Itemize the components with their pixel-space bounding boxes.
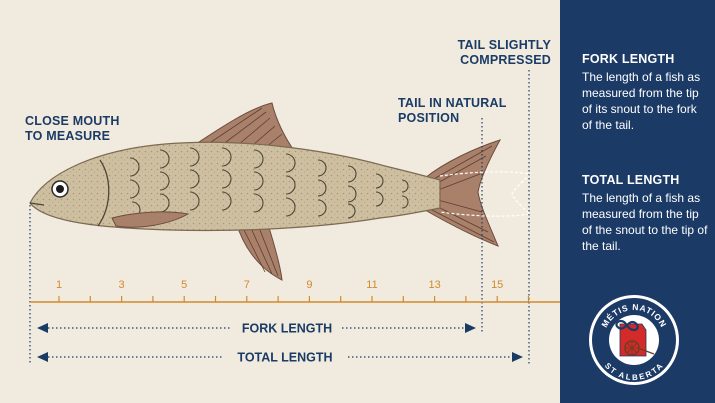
ruler-label: 3 xyxy=(119,279,125,291)
callout-close-mouth-text: CLOSE MOUTH TO MEASURE xyxy=(25,114,120,143)
fork-length-definition: FORK LENGTH The length of a fish as meas… xyxy=(582,52,710,133)
ruler-label: 1 xyxy=(56,279,62,291)
ruler-label: 15 xyxy=(491,279,503,291)
fork-length-title: FORK LENGTH xyxy=(582,52,710,66)
ruler-label: 13 xyxy=(428,279,440,291)
total-length-title: TOTAL LENGTH xyxy=(582,173,710,187)
total-length-label: TOTAL LENGTH xyxy=(237,351,332,365)
ruler-label: 9 xyxy=(306,279,312,291)
ruler-label: 5 xyxy=(181,279,187,291)
fish-body xyxy=(30,142,440,230)
anal-fin xyxy=(236,222,282,280)
callout-close-mouth: CLOSE MOUTH TO MEASURE xyxy=(25,114,165,144)
total-length-definition: TOTAL LENGTH The length of a fish as mea… xyxy=(582,173,710,254)
total-length-arrow: TOTAL LENGTH xyxy=(37,351,523,365)
total-length-text: The length of a fish as measured from th… xyxy=(582,190,710,254)
callout-tail-compressed: TAIL SLIGHTLY COMPRESSED xyxy=(436,38,551,68)
ruler-ticks xyxy=(59,296,529,302)
metis-nation-logo: MÉTIS NATION ST ALBERTA xyxy=(588,294,680,386)
fork-length-label: FORK LENGTH xyxy=(242,322,332,336)
callout-tail-natural-text: TAIL IN NATURAL POSITION xyxy=(398,96,507,125)
callout-tail-compressed-text: TAIL SLIGHTLY COMPRESSED xyxy=(458,38,551,67)
ruler-label: 11 xyxy=(366,279,377,291)
fork-length-text: The length of a fish as measured from th… xyxy=(582,69,710,133)
fork-length-arrow: FORK LENGTH xyxy=(37,322,476,336)
ruler-label: 7 xyxy=(244,279,250,291)
logo-province-shape xyxy=(620,324,646,356)
definitions-panel: FORK LENGTH The length of a fish as meas… xyxy=(560,0,715,403)
callout-tail-natural: TAIL IN NATURAL POSITION xyxy=(398,96,528,126)
